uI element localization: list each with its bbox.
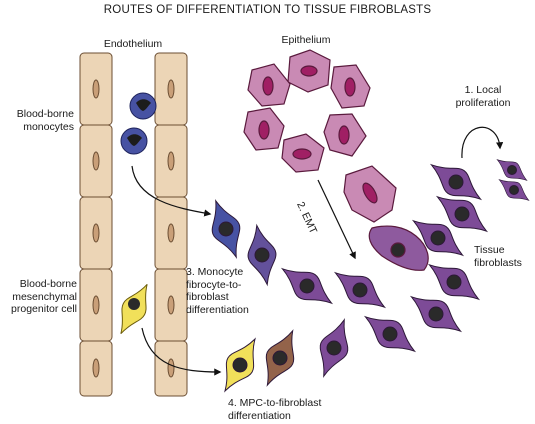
- label-route-3: 3. Monocyte fibrocyte-to- fibroblast dif…: [186, 266, 249, 316]
- label-route-1: 1. Local proliferation: [455, 84, 511, 109]
- label-epithelium: Epithelium: [281, 34, 331, 46]
- mesenchymal-progenitor-cell: [120, 283, 148, 335]
- arrow-emt: [317, 179, 356, 260]
- route-arrows: [131, 126, 504, 376]
- emt-transitional-cells: [343, 165, 429, 271]
- label-endothelium: Endothelium: [103, 38, 163, 50]
- arrow-monocyte-route: [131, 165, 212, 217]
- label-tissue-fibroblasts: Tissue fibroblasts: [474, 244, 522, 269]
- diagram-title: ROUTES OF DIFFERENTIATION TO TISSUE FIBR…: [103, 4, 432, 16]
- differentiating-cells: [211, 199, 349, 393]
- epithelium-ring: [243, 49, 371, 173]
- arrow-local-proliferation: [461, 126, 504, 159]
- endothelium-vessel-right: [154, 52, 188, 397]
- label-monocytes: Blood-borne monocytes: [16, 108, 74, 133]
- endothelium-vessel-left: [79, 52, 113, 397]
- label-route-4: 4. MPC-to-fibroblast differentiation: [228, 397, 322, 422]
- label-mpc: Blood-borne mesenchymal progenitor cell: [11, 278, 77, 315]
- blood-borne-monocytes: [120, 92, 157, 155]
- tissue-fibroblasts: [280, 159, 530, 353]
- arrow-mpc-route: [141, 327, 222, 376]
